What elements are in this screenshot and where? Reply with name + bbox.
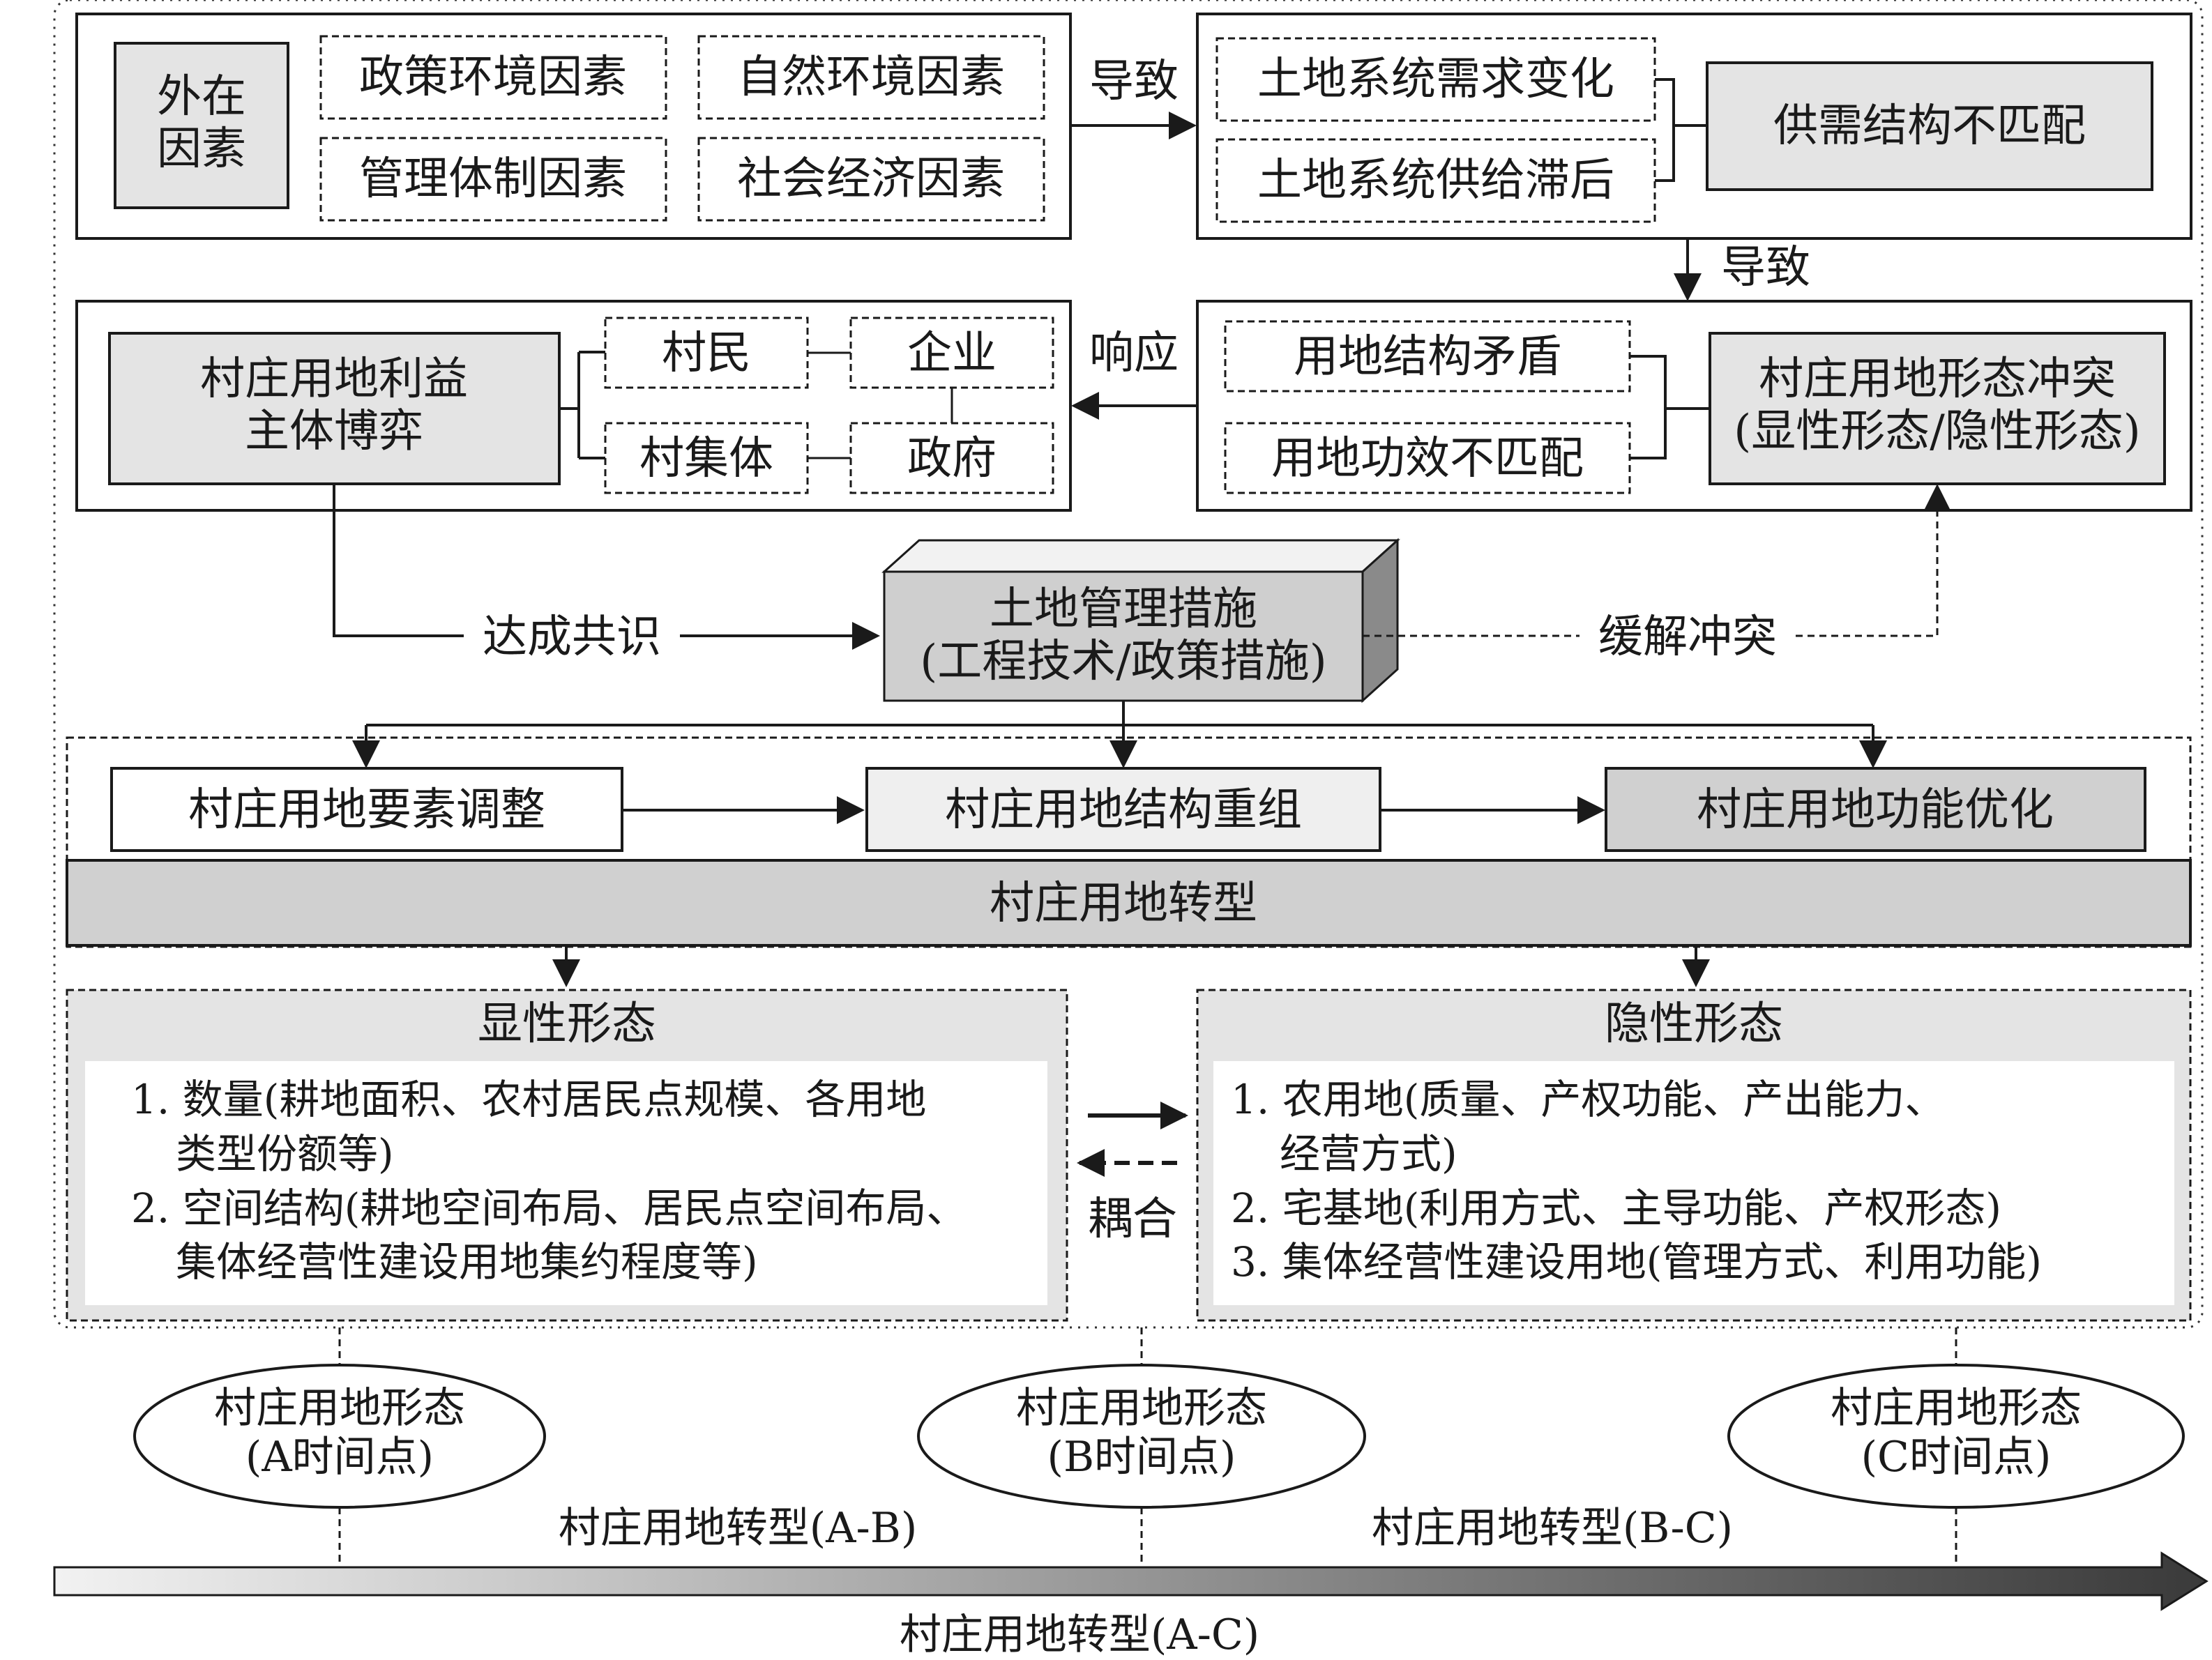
measures-box-front bbox=[883, 570, 1364, 702]
explicit-content bbox=[85, 1061, 1047, 1305]
lead-to-label-1: 导致 bbox=[1089, 56, 1179, 107]
explicit-line-3: 2. 空间结构(耕地空间布局、居民点空间布局、 bbox=[131, 1185, 967, 1232]
implicit-line-1: 1. 农用地(质量、产权功能、产出能力、 bbox=[1231, 1076, 1945, 1123]
explicit-line-2: 类型份额等) bbox=[176, 1130, 394, 1178]
explicit-line-1: 1. 数量(耕地面积、农村居民点规模、各用地 bbox=[131, 1076, 926, 1123]
structure-reorg-label: 村庄用地结构重组 bbox=[945, 784, 1302, 836]
stakeholders-title-line2: 主体博弈 bbox=[245, 406, 423, 457]
explicit-line-4: 集体经营性建设用地集约程度等) bbox=[176, 1238, 758, 1286]
implicit-line-3: 2. 宅基地(利用方式、主导功能、产权形态) bbox=[1231, 1185, 2001, 1232]
factor-adjust-box bbox=[110, 767, 623, 852]
function-opt-box bbox=[1605, 767, 2146, 852]
stakeholders-title-box bbox=[108, 332, 561, 485]
enterprise-label: 企业 bbox=[907, 328, 997, 379]
stakeholders-bracket bbox=[559, 351, 605, 459]
management-factor-label: 管理体制因素 bbox=[359, 153, 627, 205]
conflict-title-line2: (显性形态/隐性形态) bbox=[1734, 406, 2141, 457]
time-state-c-line2: (C时间点) bbox=[1861, 1433, 2052, 1482]
natural-factor-label: 自然环境因素 bbox=[737, 52, 1005, 103]
time-state-b-line1: 村庄用地形态 bbox=[1016, 1384, 1267, 1433]
transformation-banner-label: 村庄用地转型 bbox=[990, 878, 1257, 929]
time-state-b-line2: (B时间点) bbox=[1047, 1433, 1236, 1482]
relieve-label: 缓解冲突 bbox=[1598, 611, 1777, 663]
external-label-line1: 外在 bbox=[157, 71, 246, 123]
measures-line2: (工程技术/政策措施) bbox=[920, 636, 1327, 687]
demand-change-box bbox=[1215, 37, 1656, 122]
implicit-line-2: 经营方式) bbox=[1280, 1130, 1457, 1178]
conflict-title-line1: 村庄用地形态冲突 bbox=[1759, 353, 2116, 405]
measures-line1: 土地管理措施 bbox=[990, 584, 1257, 635]
structure-conflict-label: 用地结构矛盾 bbox=[1294, 331, 1561, 383]
mismatch-box bbox=[1706, 61, 2153, 191]
villagers-label: 村民 bbox=[662, 328, 751, 379]
timeline-arrow bbox=[53, 1551, 2209, 1611]
outer-dotted-frame bbox=[53, 0, 2204, 1329]
factor-adjust-label: 村庄用地要素调整 bbox=[188, 784, 545, 836]
government-label: 政府 bbox=[907, 433, 997, 485]
policy-factor-label: 政策环境因素 bbox=[359, 52, 627, 103]
coupling-label: 耦合 bbox=[1088, 1194, 1177, 1245]
collective-label: 村集体 bbox=[639, 433, 773, 485]
conflict-bracket bbox=[1630, 355, 1710, 459]
supply-demand-bracket bbox=[1655, 78, 1707, 182]
policy-factor-box bbox=[319, 35, 667, 120]
stakeholders-links bbox=[808, 351, 953, 459]
implicit-line-4: 3. 集体经营性建设用地(管理方式、利用功能) bbox=[1231, 1238, 2042, 1286]
lead-to-label-2: 导致 bbox=[1721, 242, 1810, 294]
mismatch-label: 供需结构不匹配 bbox=[1773, 100, 2086, 152]
implicit-title: 隐性形态 bbox=[1605, 998, 1783, 1050]
consensus-connector bbox=[333, 484, 877, 636]
external-label-line2: 因素 bbox=[157, 123, 246, 175]
transformation-ac-label: 村庄用地转型(A-C) bbox=[900, 1610, 1259, 1659]
socio-factor-label: 社会经济因素 bbox=[737, 153, 1005, 205]
measures-distribution-arrows bbox=[366, 701, 1873, 726]
relieve-connector bbox=[1363, 487, 1937, 637]
implicit-content bbox=[1213, 1061, 2174, 1305]
explicit-title: 显性形态 bbox=[478, 998, 656, 1050]
stakeholders-title-line1: 村庄用地利益 bbox=[200, 353, 468, 405]
transformation-ab-label: 村庄用地转型(A-B) bbox=[559, 1504, 918, 1553]
time-state-a-line2: (A时间点) bbox=[245, 1433, 434, 1482]
demand-change-label: 土地系统需求变化 bbox=[1257, 54, 1614, 105]
supply-lag-label: 土地系统供给滞后 bbox=[1257, 155, 1614, 206]
function-opt-label: 村庄用地功能优化 bbox=[1697, 784, 2054, 836]
time-state-c-line1: 村庄用地形态 bbox=[1831, 1384, 2082, 1433]
external-label-box bbox=[114, 42, 289, 209]
transformation-bc-label: 村庄用地转型(B-C) bbox=[1372, 1504, 1733, 1553]
transformation-banner bbox=[66, 859, 2192, 947]
socio-factor-box bbox=[697, 137, 1045, 222]
efficacy-mismatch-label: 用地功效不匹配 bbox=[1271, 433, 1584, 485]
time-state-a-line1: 村庄用地形态 bbox=[214, 1384, 465, 1433]
supply-lag-box bbox=[1215, 138, 1656, 223]
structure-reorg-box bbox=[865, 767, 1381, 852]
natural-factor-box bbox=[697, 35, 1045, 120]
measures-box-top-face bbox=[881, 539, 1400, 573]
management-factor-box bbox=[319, 137, 667, 222]
respond-label: 响应 bbox=[1089, 328, 1179, 379]
consensus-label: 达成共识 bbox=[483, 611, 661, 663]
